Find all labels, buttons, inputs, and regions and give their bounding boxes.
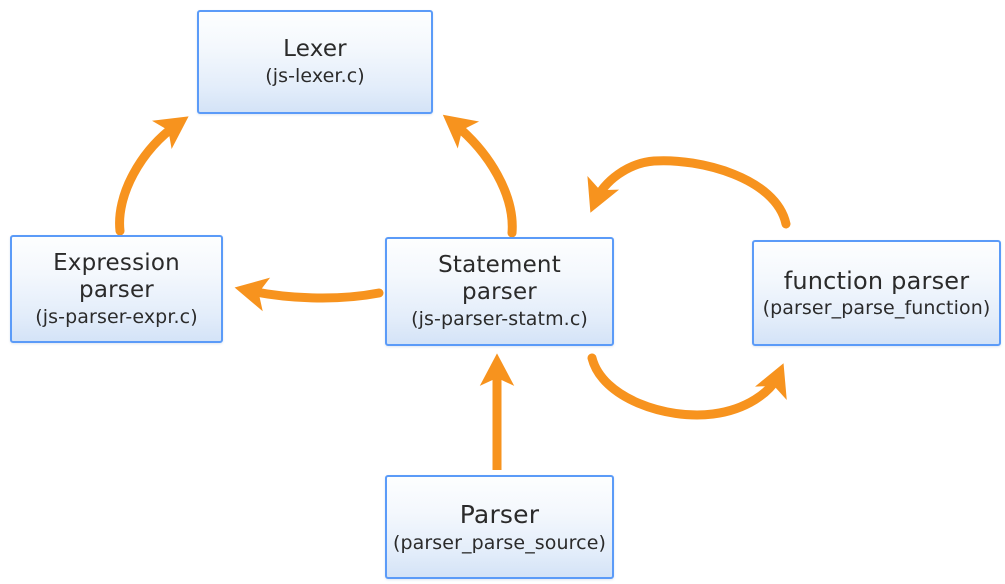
arrow-function-to-statement: [587, 156, 791, 229]
node-parser[interactable]: Parser (parser_parse_source): [385, 475, 614, 579]
node-statement-parser[interactable]: Statement parser (js-parser-statm.c): [385, 237, 614, 346]
node-expression-parser-title: Expression parser: [53, 249, 180, 303]
node-parser-subtitle: (parser_parse_source): [392, 531, 607, 554]
node-parser-title: Parser: [459, 500, 540, 530]
node-lexer-subtitle: (js-lexer.c): [265, 65, 365, 88]
node-statement-parser-title: Statement parser: [438, 252, 561, 306]
node-function-parser-subtitle: (parser_parse_function): [762, 296, 991, 319]
node-function-parser-title: function parser: [783, 266, 970, 295]
node-lexer[interactable]: Lexer (js-lexer.c): [197, 10, 433, 114]
node-statement-parser-subtitle: (js-parser-statm.c): [411, 308, 588, 331]
arrow-statement-to-function: [587, 353, 787, 420]
arrow-statement-to-expression: [234, 277, 384, 312]
node-function-parser[interactable]: function parser (parser_parse_function): [752, 240, 1001, 346]
node-lexer-title: Lexer: [283, 36, 347, 63]
arrow-expression-to-lexer: [115, 116, 189, 236]
node-expression-parser[interactable]: Expression parser (js-parser-expr.c): [10, 235, 223, 343]
arrow-statement-to-lexer: [442, 114, 517, 238]
node-expression-parser-subtitle: (js-parser-expr.c): [35, 305, 198, 328]
